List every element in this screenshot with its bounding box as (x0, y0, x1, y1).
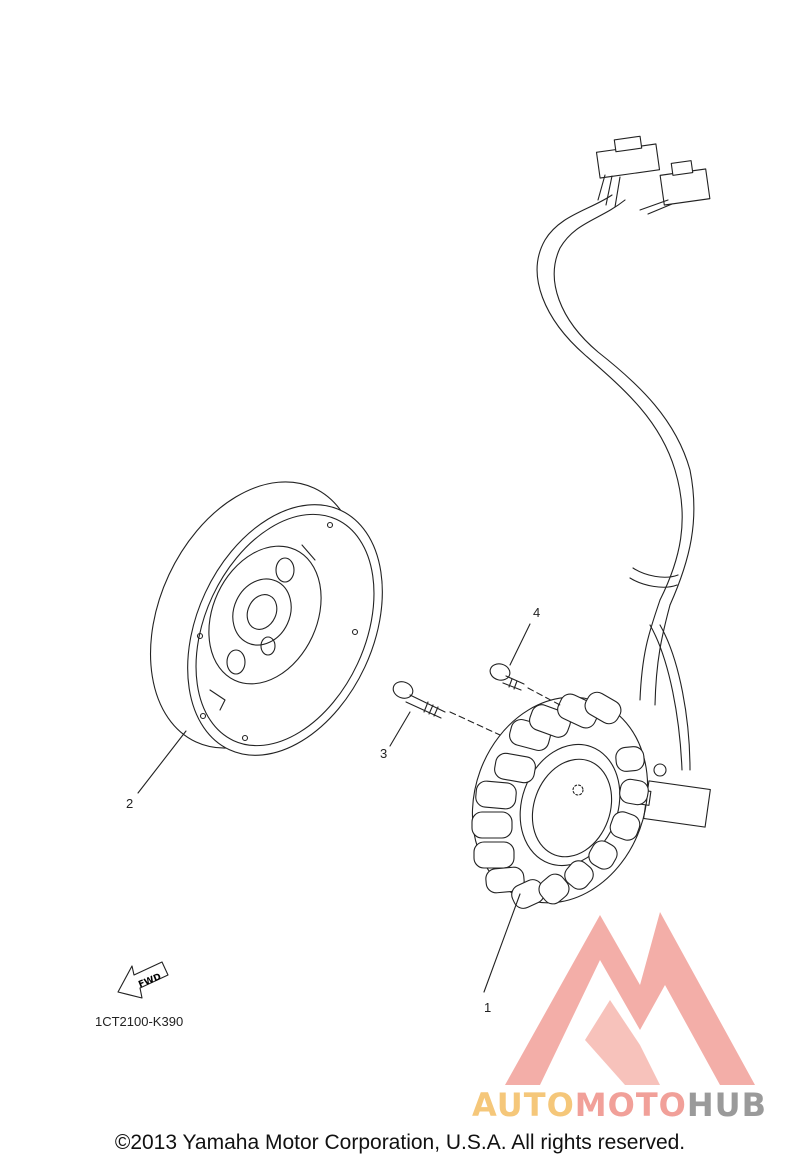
flywheel-rotor (149, 481, 383, 756)
diagram-code: 1CT2100-K390 (95, 1014, 184, 1029)
callout-2: 2 (126, 796, 134, 811)
screw-long-icon (392, 681, 501, 736)
watermark-part-a: AUTO (472, 1086, 575, 1124)
watermark-part-c: HUB (686, 1086, 768, 1124)
fwd-arrow-icon: FWD (117, 961, 169, 999)
stator-assembly (471, 691, 649, 909)
leader-lines (137, 623, 531, 993)
watermark-logo-icon (505, 912, 755, 1085)
screw-short-icon (489, 663, 561, 706)
watermark-part-b: MOTO (574, 1086, 687, 1124)
watermark-text: AUTOMOTOHUB (472, 1086, 767, 1124)
callout-1: 1 (484, 1000, 492, 1015)
callout-3: 3 (380, 746, 388, 761)
callout-4: 4 (533, 605, 541, 620)
copyright-notice: ©2013 Yamaha Motor Corporation, U.S.A. A… (114, 1131, 686, 1154)
